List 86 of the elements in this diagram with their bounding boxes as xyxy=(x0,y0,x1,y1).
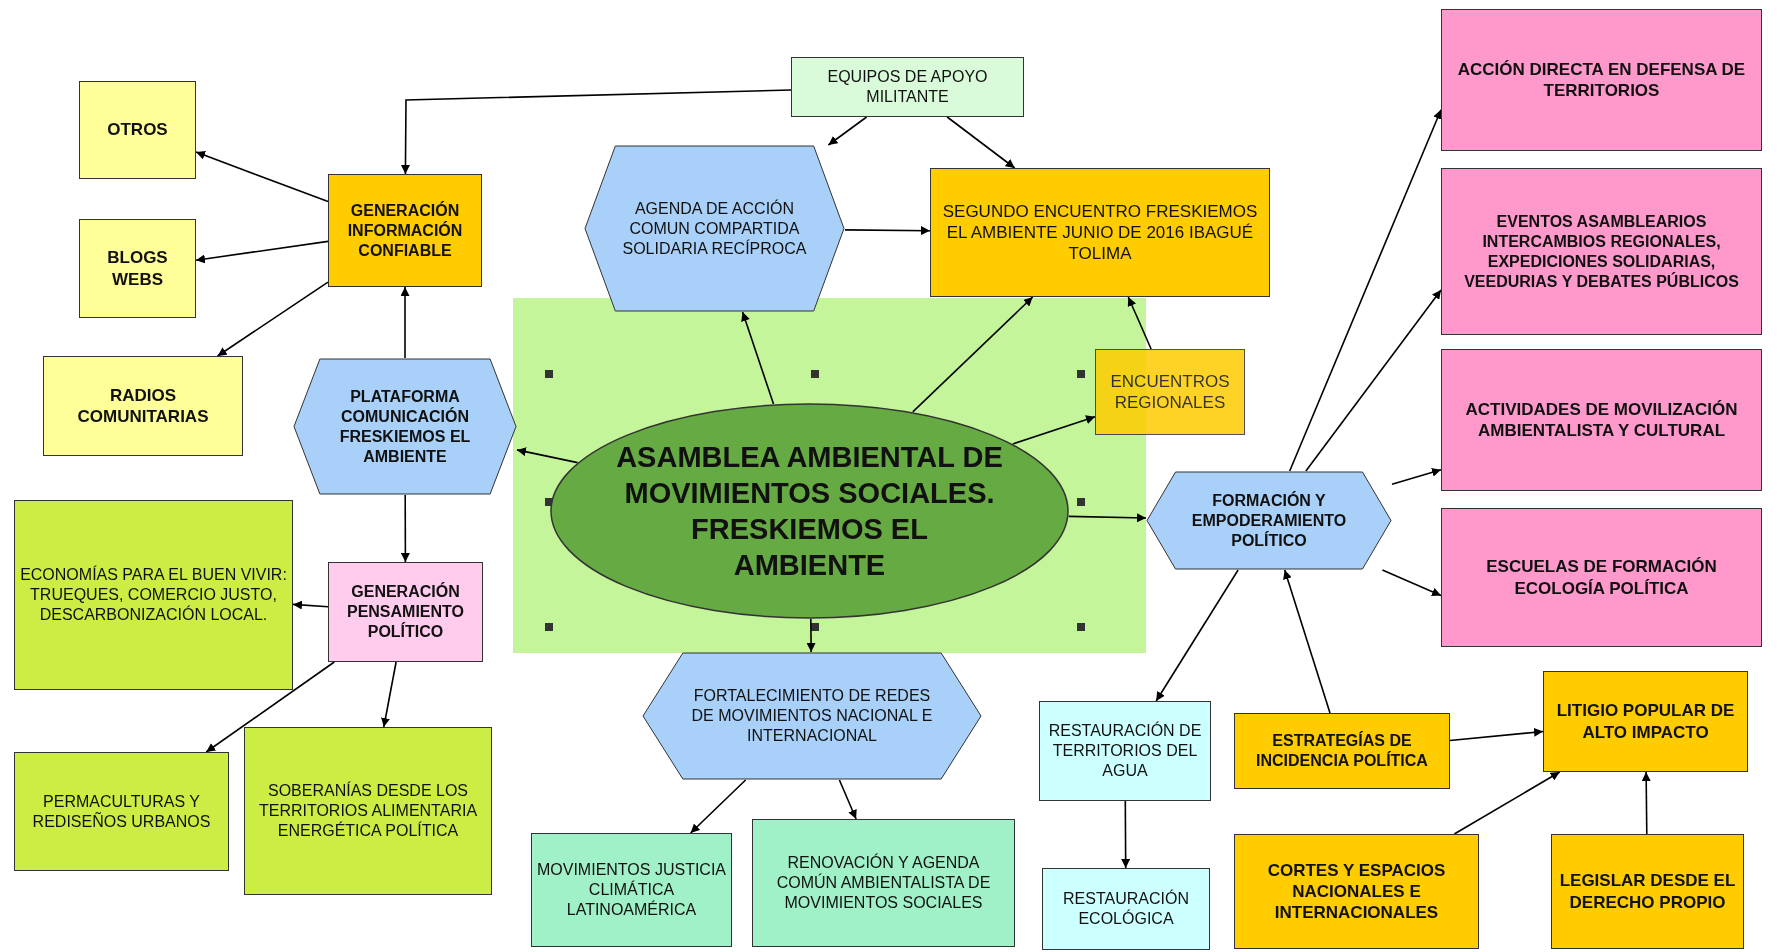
node-text: EVENTOS ASAMBLEARIOS INTERCAMBIOS REGIONALES, EXPEDICIONES SOLIDARIAS, VEEDURIAS Y DEBATES PÚBLICOS xyxy=(1463,211,1740,292)
arrow xyxy=(1453,771,1561,835)
node-text: SEGUNDO ENCUENTRO FRESKIEMOS EL AMBIENTE JUNIO DE 2016 IBAGUÉ TOLIMA xyxy=(941,200,1259,265)
process-box xyxy=(1543,671,1748,772)
arrow xyxy=(381,661,397,728)
node-text: MOVIMIENTOS JUSTICIA CLIMÁTICA LATINOAMÉRICA xyxy=(535,860,728,920)
process-box xyxy=(1039,701,1211,801)
arrow xyxy=(195,240,329,264)
node-text: CORTES Y ESPACIOS NACIONALES E INTERNACIONALES xyxy=(1266,859,1447,924)
arrow xyxy=(827,116,868,146)
process-box xyxy=(14,500,293,690)
process-box xyxy=(1441,168,1762,335)
node-text: FORMACIÓN Y EMPODERAMIENTO POLÍTICO xyxy=(1190,490,1348,551)
node-text: RESTAURACIÓN DE TERRITORIOS DEL AGUA xyxy=(1047,721,1203,781)
arrow xyxy=(844,226,931,236)
arrow xyxy=(1283,569,1331,714)
arrow xyxy=(205,661,336,753)
arrow xyxy=(1121,800,1131,869)
node-text: ASAMBLEA AMBIENTAL DE MOVIMIENTOS SOCIALES. FRESKIEMOS EL AMBIENTE xyxy=(615,439,1004,584)
node-text: RESTAURACIÓN ECOLÓGICA xyxy=(1062,889,1190,929)
node-text: BLOGS WEBS xyxy=(106,247,169,290)
arrow xyxy=(400,89,792,175)
process-box xyxy=(1042,868,1210,950)
process-box xyxy=(1551,834,1744,949)
arrow xyxy=(1381,569,1442,597)
arrow xyxy=(1305,289,1442,472)
arrow xyxy=(216,281,329,357)
arrow xyxy=(292,600,329,610)
node-text: FORTALECIMIENTO DE REDES DE MOVIMIENTOS NACIONAL E INTERNACIONAL xyxy=(690,686,934,746)
process-box xyxy=(531,833,732,947)
arrow xyxy=(1449,727,1544,742)
arrow xyxy=(741,311,775,405)
node-text: ACTIVIDADES DE MOVILIZACIÓN AMBIENTALISTA Y CULTURAL xyxy=(1464,398,1739,442)
process-box xyxy=(79,81,196,179)
node-text: LEGISLAR DESDE EL DERECHO PROPIO xyxy=(1558,870,1737,913)
ellipse-node xyxy=(550,403,1069,619)
arrow xyxy=(400,494,410,563)
arrow xyxy=(1641,771,1651,835)
node-text: PLATAFORMA COMUNICACIÓN FRESKIEMOS EL AMBIENTE xyxy=(338,386,472,467)
arrow xyxy=(516,447,579,464)
hexagon-node xyxy=(293,358,517,495)
process-box xyxy=(79,219,196,318)
arrow xyxy=(195,150,329,203)
node-text: RENOVACIÓN Y AGENDA COMÚN AMBIENTALISTA DE MOVIMIENTOS SOCIALES xyxy=(775,853,992,913)
node-text: AGENDA DE ACCIÓN COMUN COMPARTIDA SOLIDARIA RECÍPROCA xyxy=(621,198,808,259)
arrow xyxy=(689,779,747,834)
node-text: ESCUELAS DE FORMACIÓN ECOLOGÍA POLÍTICA xyxy=(1485,556,1718,599)
node-text: RADIOS COMUNITARIAS xyxy=(76,384,210,428)
process-box xyxy=(43,356,243,456)
arrow xyxy=(1012,415,1096,445)
process-box xyxy=(244,727,492,895)
arrow xyxy=(400,286,410,359)
process-box xyxy=(930,168,1270,297)
arrow xyxy=(806,618,816,653)
process-box xyxy=(1234,834,1479,949)
process-box xyxy=(1441,349,1762,491)
node-text: PERMACULTURAS Y REDISEÑOS URBANOS xyxy=(31,791,212,832)
arrow xyxy=(838,779,857,820)
node-text: GENERACIÓN PENSAMIENTO POLÍTICO xyxy=(345,582,466,642)
arrow xyxy=(1391,467,1442,485)
node-text: EQUIPOS DE APOYO MILITANTE xyxy=(826,67,989,107)
node-text: OTROS xyxy=(106,119,169,141)
process-box xyxy=(791,57,1024,117)
hexagon-node xyxy=(584,145,845,312)
node-text: ACCIÓN DIRECTA EN DEFENSA DE TERRITORIOS xyxy=(1456,58,1747,102)
arrow xyxy=(1155,569,1239,702)
arrow xyxy=(946,116,1016,169)
process-box xyxy=(752,819,1015,947)
process-box xyxy=(1095,349,1245,435)
hexagon-node xyxy=(1146,471,1392,570)
node-text: LITIGIO POPULAR DE ALTO IMPACTO xyxy=(1555,700,1736,743)
node-text: ENCUENTROS REGIONALES xyxy=(1109,370,1231,414)
node-text: ECONOMÍAS PARA EL BUEN VIVIR: TRUEQUES, COMERCIO JUSTO, DESCARBONIZACIÓN LOCAL. xyxy=(19,565,288,625)
arrow xyxy=(1127,296,1152,350)
process-box xyxy=(1441,508,1762,647)
node-text: GENERACIÓN INFORMACIÓN CONFIABLE xyxy=(346,200,464,261)
process-box xyxy=(1234,713,1450,789)
arrow xyxy=(1288,109,1442,472)
node-text: ESTRATEGÍAS DE INCIDENCIA POLÍTICA xyxy=(1255,731,1429,771)
process-box xyxy=(328,174,482,287)
process-box xyxy=(328,562,483,662)
process-box xyxy=(1441,9,1762,151)
process-box xyxy=(14,752,229,871)
arrow xyxy=(912,296,1034,413)
arrow xyxy=(1067,513,1147,523)
node-text: SOBERANÍAS DESDE LOS TERRITORIOS ALIMENTARIA ENERGÉTICA POLÍTICA xyxy=(257,781,479,841)
